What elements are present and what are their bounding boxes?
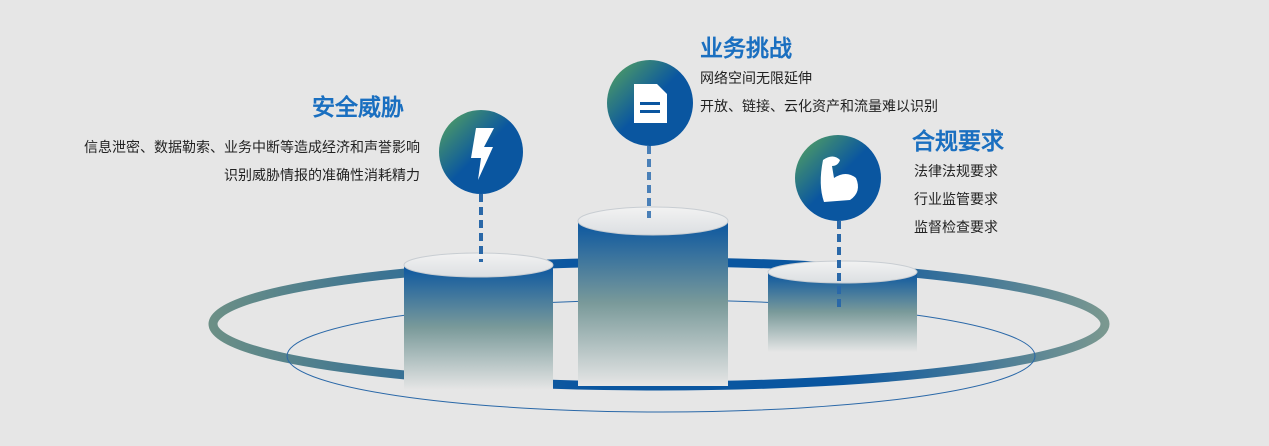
section-line: 行业监管要求 [914,192,998,208]
section-line: 识别威胁情报的准确性消耗精力 [224,168,420,184]
lightning-icon [439,110,523,194]
section-title: 业务挑战 [700,36,792,62]
section-line: 开放、链接、云化资产和流量难以识别 [700,99,938,115]
section-title: 合规要求 [912,129,1004,155]
cylinder-left [403,252,554,390]
section-line: 监督检查要求 [914,220,998,236]
section-line: 网络空间无限延伸 [700,71,812,87]
section-line: 信息泄密、数据勒索、业务中断等造成经济和声誉影响 [84,140,420,156]
document-icon [607,60,693,146]
cylinder-middle [577,206,729,386]
section-line: 法律法规要求 [914,164,998,180]
section-title: 安全威胁 [312,95,404,121]
cylinder-right [767,260,918,352]
muscle-arm-icon [795,135,881,221]
